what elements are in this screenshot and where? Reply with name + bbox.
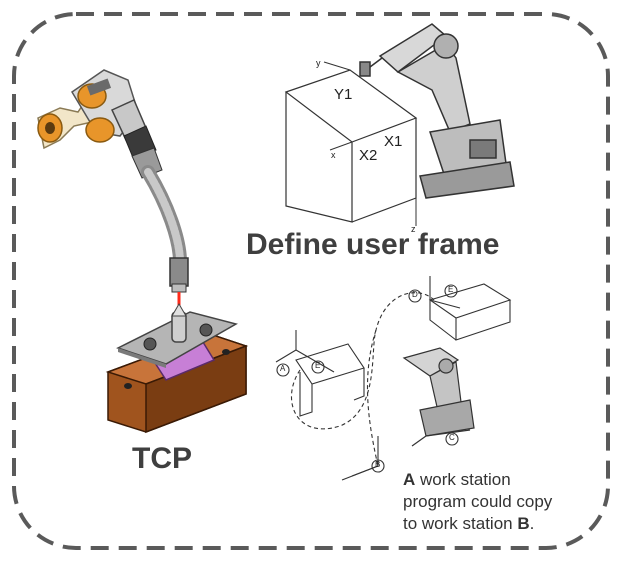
station-label-e1: E bbox=[315, 361, 321, 370]
caption-line-3-text: to work station bbox=[403, 514, 518, 533]
define-user-frame-heading: Define user frame bbox=[246, 228, 500, 261]
station-label-d: D bbox=[412, 290, 418, 299]
box-axis-z: z bbox=[411, 224, 416, 234]
caption-line-1-text: work station bbox=[415, 470, 511, 489]
welding-torch-illustration bbox=[37, 69, 189, 318]
box-label-y1: Y1 bbox=[334, 86, 353, 103]
caption-line-1: A work station bbox=[403, 469, 552, 491]
caption-line-3-end: . bbox=[529, 514, 535, 533]
caption-station-b: B bbox=[517, 514, 530, 533]
box-axis-x: x bbox=[331, 150, 336, 160]
caption-station-a: A bbox=[403, 470, 416, 489]
user-frame-box bbox=[284, 61, 418, 226]
robot-arm-top bbox=[359, 23, 515, 199]
box-label-x1: X1 bbox=[384, 133, 403, 150]
dashed-border bbox=[12, 12, 610, 550]
robot-arm-bottom bbox=[402, 347, 475, 447]
station-label-e2: E bbox=[448, 285, 454, 294]
caption-line-3: to work station B. bbox=[403, 513, 552, 535]
caption-line-2: program could copy bbox=[403, 492, 553, 511]
station-label-a: A bbox=[280, 364, 286, 373]
fixture-illustration bbox=[105, 303, 249, 434]
box-label-x2: X2 bbox=[359, 147, 378, 164]
station-label-b: B bbox=[375, 460, 381, 469]
workstation-path-diagram bbox=[275, 276, 512, 481]
caption-text: A work station program could copy to wor… bbox=[403, 469, 552, 535]
station-label-c: C bbox=[449, 433, 455, 442]
tcp-heading: TCP bbox=[132, 442, 192, 475]
box-axis-y: y bbox=[316, 58, 321, 68]
